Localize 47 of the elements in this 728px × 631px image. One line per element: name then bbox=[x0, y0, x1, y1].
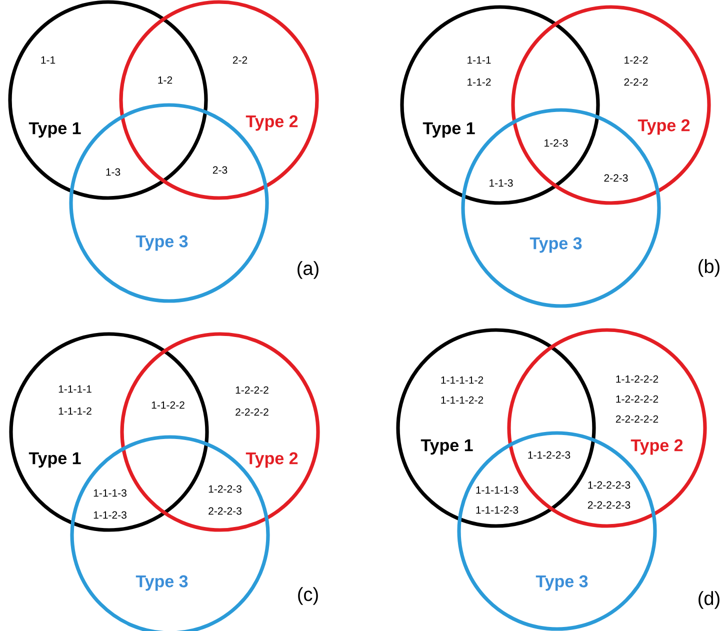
region-label: 2-2-2-2 bbox=[236, 408, 268, 416]
region-label: 1-1-1 bbox=[468, 56, 491, 64]
set-label: Type 2 bbox=[638, 119, 690, 135]
region-label: 1-2-2-3 bbox=[208, 485, 242, 493]
region-label: 1-1-1-1-3 bbox=[476, 486, 518, 494]
region-label: 1-1-2-2 bbox=[152, 401, 184, 409]
set-label: Type 1 bbox=[420, 439, 473, 455]
panel-label: (b) bbox=[698, 259, 720, 277]
region-label: 1-2-2 bbox=[624, 56, 648, 64]
set-label: Type 2 bbox=[246, 115, 298, 131]
region-label: 1-2-3 bbox=[544, 139, 568, 147]
set-label: Type 3 bbox=[136, 235, 188, 251]
set-label: Type 3 bbox=[136, 575, 188, 591]
set-label: Type 3 bbox=[530, 237, 582, 253]
panel-label: (d) bbox=[698, 591, 720, 609]
region-label: 1-1-2 bbox=[468, 78, 491, 86]
region-label: 1-3 bbox=[106, 168, 120, 176]
region-label: 2-2-2-3 bbox=[208, 507, 242, 515]
set-label: Type 1 bbox=[422, 122, 475, 138]
region-label: 2-2-2-2-3 bbox=[588, 501, 630, 509]
region-label: 1-1-1-1-2 bbox=[441, 376, 484, 384]
region-label: 1-1-1-1 bbox=[58, 385, 92, 393]
region-label: 1-1-1-2 bbox=[58, 407, 92, 415]
set-label: Type 1 bbox=[28, 452, 81, 468]
region-label: 2-2-3 bbox=[604, 174, 628, 182]
region-label: 1-1-2-2-2 bbox=[616, 375, 658, 383]
region-label: 1-1-2-2-3 bbox=[528, 451, 570, 459]
region-label: 2-2-2 bbox=[624, 78, 648, 86]
region-label: 1-1-1-3 bbox=[94, 489, 126, 497]
set-label: Type 1 bbox=[28, 122, 81, 138]
panel-label: (a) bbox=[298, 261, 318, 279]
region-label: 1-1-2-3 bbox=[94, 511, 126, 519]
region-label: 2-3 bbox=[212, 166, 228, 174]
region-label: 1-2-2-2-2 bbox=[616, 395, 658, 403]
set-label: Type 3 bbox=[536, 575, 588, 591]
set-label: Type 2 bbox=[630, 439, 683, 455]
region-label: 2-2 bbox=[232, 56, 248, 64]
region-label: 1-2-2-2-3 bbox=[588, 481, 630, 489]
set-label: Type 2 bbox=[246, 452, 298, 468]
region-label: 1-1-1-2-2 bbox=[441, 396, 484, 404]
region-label: 1-2 bbox=[158, 76, 172, 84]
region-label: 2-2-2-2-2 bbox=[616, 415, 658, 423]
region-label: 1-1-3 bbox=[490, 179, 513, 187]
region-label: 1-2-2-2 bbox=[236, 386, 268, 394]
panel-label: (c) bbox=[298, 587, 318, 605]
region-label: 1-1-1-2-3 bbox=[476, 506, 518, 514]
region-label: 1-1 bbox=[41, 56, 56, 64]
